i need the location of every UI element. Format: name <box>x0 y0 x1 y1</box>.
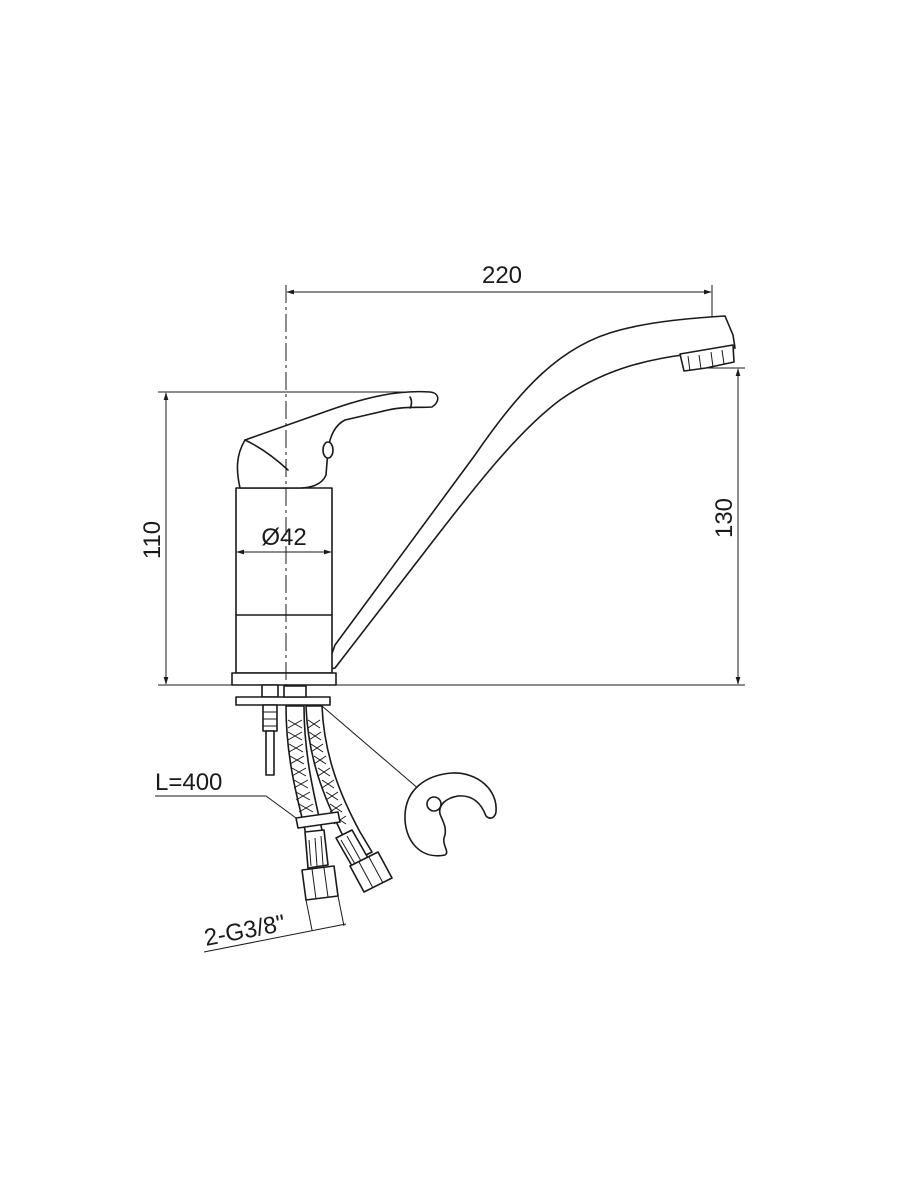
hose-length-callout: L=400 <box>155 769 297 819</box>
thread-callout: 2-G3/8" <box>202 895 347 953</box>
aerator <box>679 344 735 372</box>
braided-hoses <box>285 705 393 901</box>
dimension-130: 130 <box>336 367 745 686</box>
faucet-body: Ø42 <box>231 285 736 705</box>
hose-nut-left <box>301 865 339 901</box>
mounting-hardware <box>235 684 331 776</box>
faucet-spout <box>325 315 736 671</box>
body-cylinder <box>235 487 333 674</box>
thread-label: 2-G3/8" <box>202 910 288 952</box>
dimension-130-label: 130 <box>711 498 738 538</box>
mounting-clamp-detail <box>321 705 497 857</box>
clamp-shape <box>404 772 497 857</box>
dimension-110: 110 <box>139 391 420 686</box>
hose-nut-right <box>349 851 393 893</box>
dimension-220-label: 220 <box>482 262 522 289</box>
hose-length-label: L=400 <box>155 769 222 796</box>
dimension-d42: Ø42 <box>236 524 332 555</box>
dimension-d42-label: Ø42 <box>261 524 306 551</box>
lever-handle <box>236 390 439 489</box>
dimension-220: 220 <box>285 262 713 320</box>
faucet-base <box>231 672 337 686</box>
dimension-110-label: 110 <box>139 521 166 559</box>
